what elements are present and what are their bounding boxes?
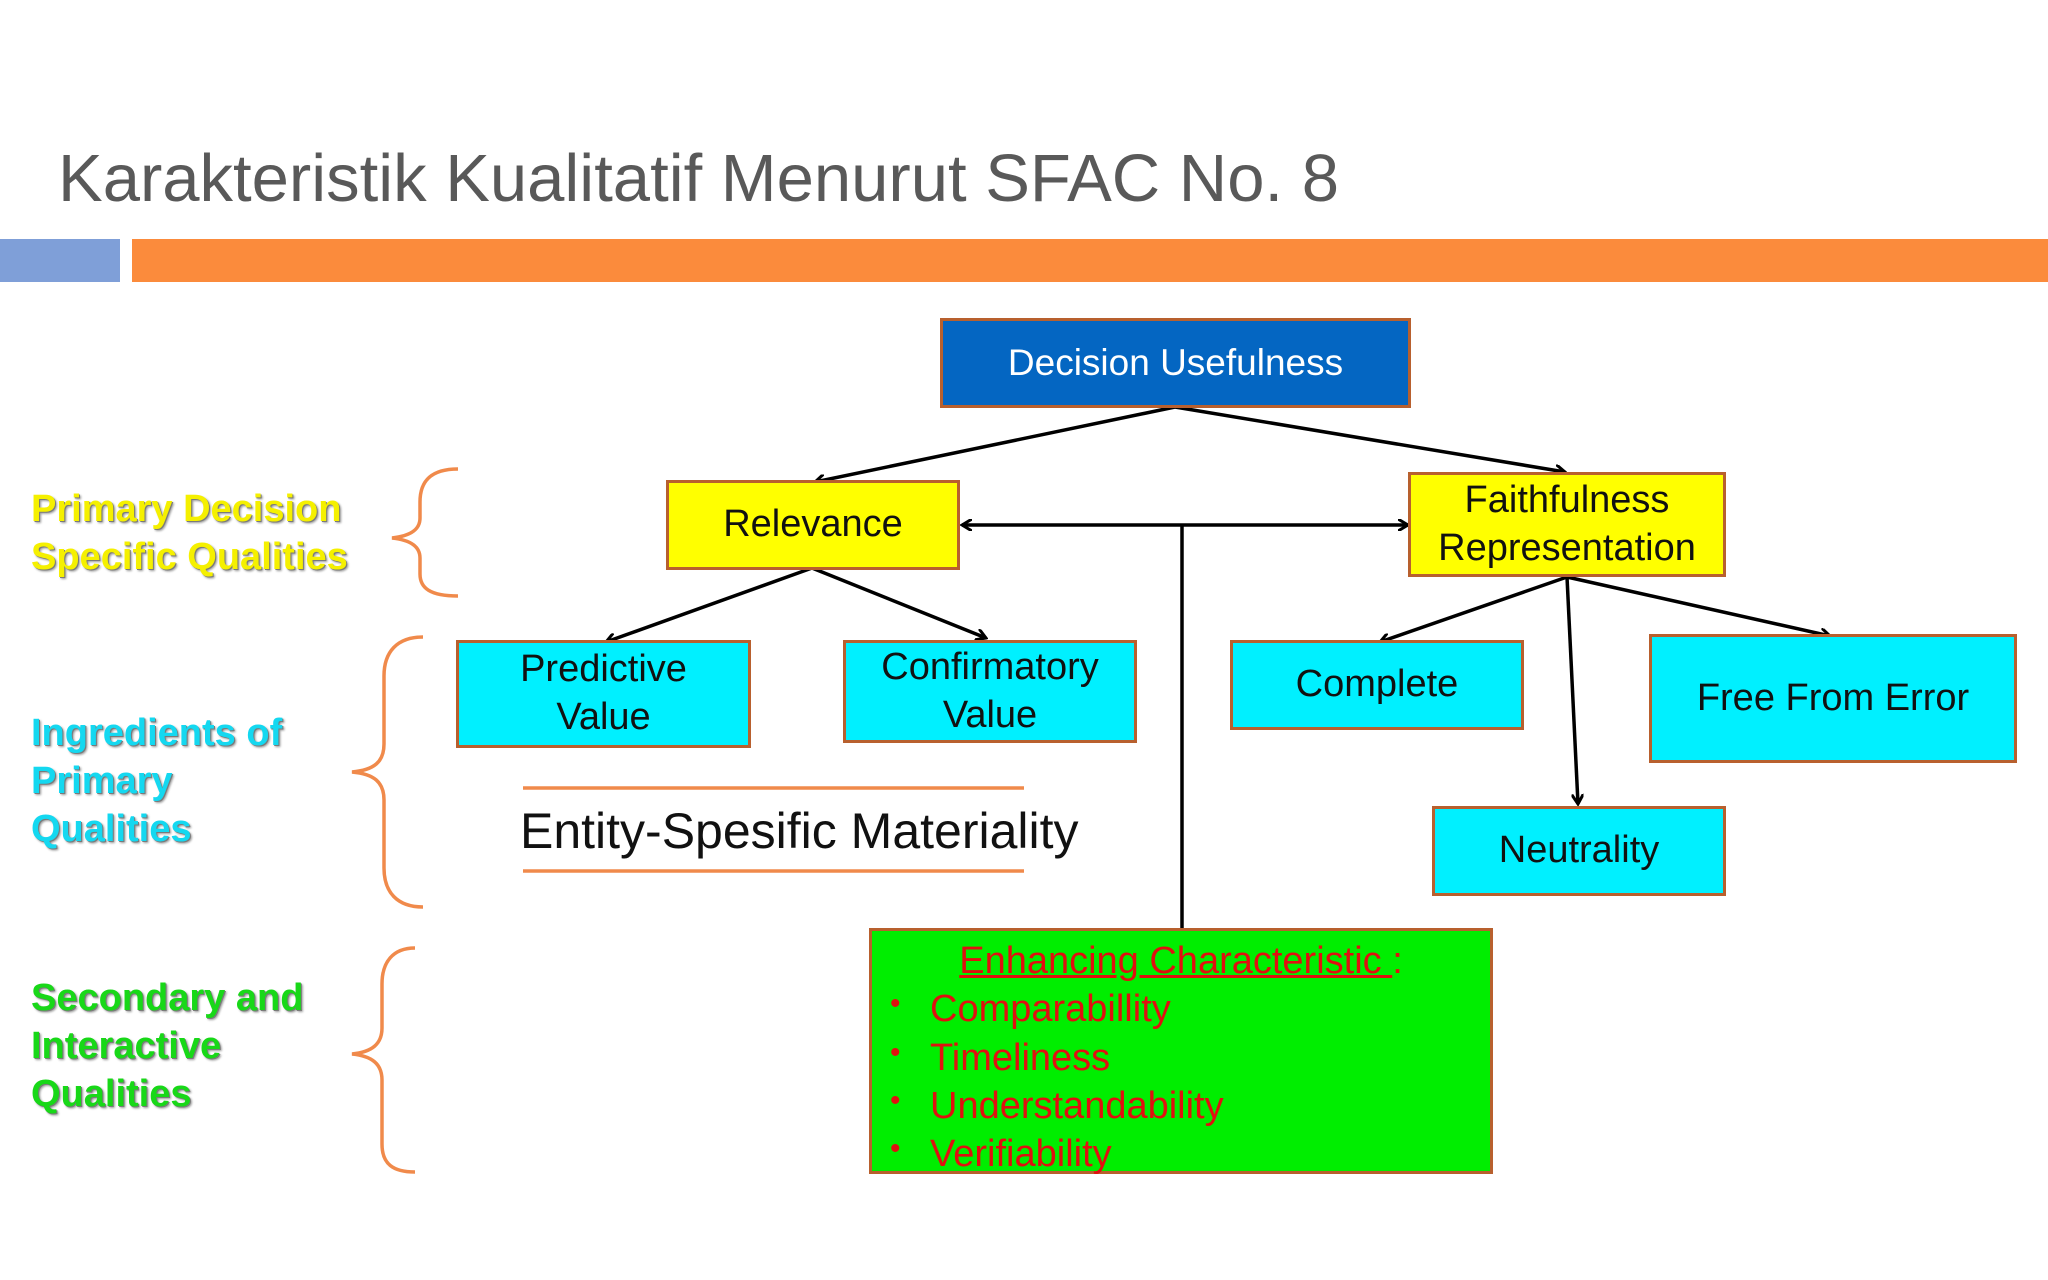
enhancing-item: • Understandability [890, 1082, 1490, 1130]
node-predictive-value: Predictive Value [456, 640, 751, 748]
node-decision-usefulness: Decision Usefulness [940, 318, 1411, 408]
node-predictive-label-line1: Predictive [520, 648, 687, 691]
node-free-from-error: Free From Error [1649, 634, 2017, 763]
side-label-secondary-line1: Secondary and [31, 977, 304, 1019]
entity-specific-materiality: Entity-Spesific Materiality [520, 803, 1079, 859]
enhancing-item-label: Timeliness [930, 1036, 1111, 1079]
bullet-icon: • [890, 1083, 901, 1117]
bullet-icon: • [890, 1035, 901, 1069]
node-free-from-error-label: Free From Error [1696, 676, 1970, 719]
arrow-usefulness-faithfulness [1174, 405, 1565, 472]
side-label-primary-line1: Primary Decision [31, 488, 342, 530]
node-faithfulness-label-line1: Faithfulness [1464, 478, 1670, 521]
slide-title: Karakteristik Kualitatif Menurut SFAC No… [58, 141, 1339, 216]
enhancing-heading-text: Enhancing Characteristic [959, 940, 1393, 982]
node-relevance: Relevance [666, 480, 960, 570]
enhancing-heading-suffix: : [1392, 940, 1403, 982]
node-confirmatory-label-line2: Value [942, 693, 1038, 736]
node-predictive-label-line2: Value [556, 696, 651, 738]
side-label-primary-line2: Specific Qualities [31, 535, 348, 578]
enhancing-item: • Verifiability [890, 1130, 1490, 1178]
enhancing-item: • Timeliness [890, 1034, 1490, 1082]
node-relevance-label: Relevance [723, 503, 903, 546]
arrow-usefulness-relevance [815, 405, 1176, 482]
node-neutrality: Neutrality [1432, 806, 1726, 896]
enhancing-item-label: Comparabillity [930, 988, 1171, 1031]
side-label-secondary-line2: Interactive [31, 1024, 222, 1067]
node-faithfulness-representation: Faithfulness Representation [1408, 472, 1726, 577]
title-accent-bar-blue [0, 239, 120, 282]
node-complete-label: Complete [1295, 663, 1459, 706]
side-label-ingredients: Ingredients of Primary Qualities [31, 710, 282, 854]
brace-primary [391, 467, 459, 598]
arrow-faithfulness-neutrality [1565, 576, 1578, 804]
enhancing-item-label: Verifiability [930, 1133, 1112, 1175]
node-neutrality-label: Neutrality [1498, 829, 1660, 872]
node-faithfulness-label-line2: Representation [1438, 526, 1696, 569]
brace-secondary [351, 946, 416, 1174]
side-label-secondary-line3: Qualities [31, 1072, 192, 1115]
brace-ingredients [351, 635, 424, 909]
side-label-ingredients-line3: Qualities [31, 807, 192, 850]
node-confirmatory-value: Confirmatory Value [843, 640, 1137, 743]
node-complete: Complete [1230, 640, 1524, 730]
side-label-ingredients-line2: Primary [31, 759, 173, 802]
enhancing-list: • Comparabillity • Timeliness • Understanda… [872, 985, 1490, 1178]
side-label-primary: Primary Decision Specific Qualities [31, 486, 348, 582]
arrow-faithfulness-free-from-error [1566, 575, 1830, 636]
node-confirmatory-label-line1: Confirmatory [881, 645, 1099, 688]
title-accent-bar-orange [132, 239, 2048, 282]
arrow-faithfulness-complete [1380, 575, 1568, 642]
node-enhancing-characteristic: Enhancing Characteristic : • Comparabilli… [869, 928, 1493, 1175]
side-label-secondary: Secondary and Interactive Qualities [31, 975, 303, 1119]
arrow-relevance-confirmatory [811, 566, 986, 638]
node-decision-usefulness-label: Decision Usefulness [1007, 341, 1344, 383]
arrow-relevance-predictive [606, 566, 813, 642]
bullet-icon: • [890, 987, 901, 1021]
enhancing-item: • Comparabillity [890, 985, 1490, 1033]
enhancing-item-label: Understandability [930, 1084, 1224, 1127]
enhancing-heading: Enhancing Characteristic : [872, 937, 1490, 985]
bullet-icon: • [890, 1132, 901, 1165]
side-label-ingredients-line1: Ingredients of [31, 712, 283, 754]
